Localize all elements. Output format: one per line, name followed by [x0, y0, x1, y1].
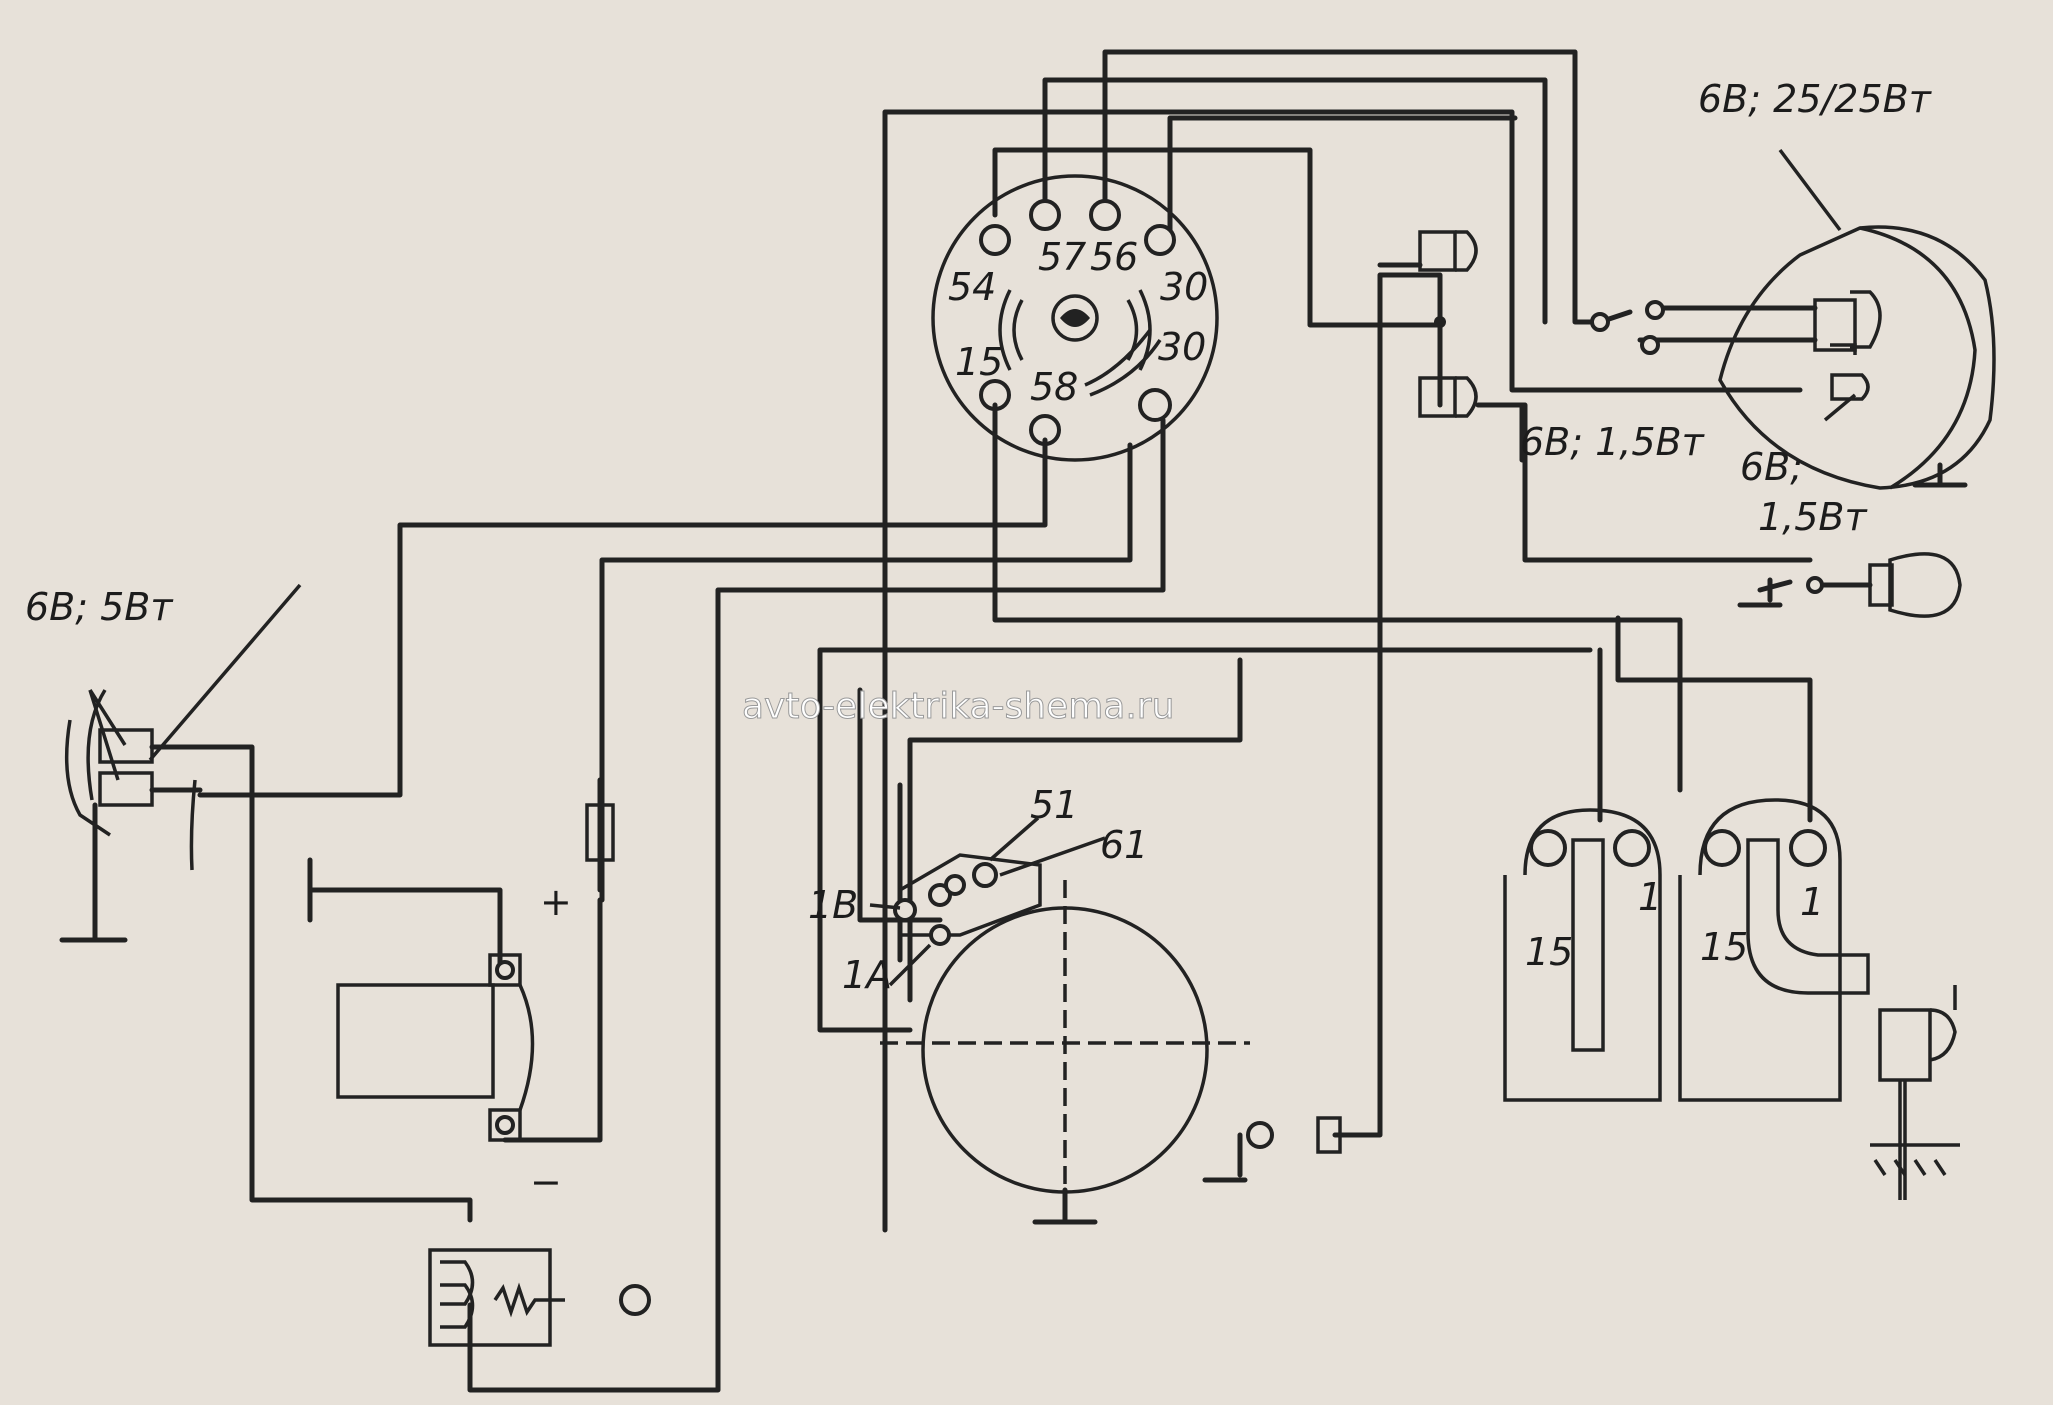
terminal-54 [979, 224, 1011, 256]
oil-switch [1202, 1116, 1342, 1183]
coil2-15-label: 15 [1700, 925, 1748, 969]
relay [428, 1248, 651, 1347]
coil1-15-label: 15 [1525, 930, 1573, 974]
label-58: 58 [1030, 365, 1078, 409]
ignition-coil-2: 15 1 [1678, 798, 1960, 1200]
label-54: 54 [948, 265, 996, 309]
switch-lower-wires [197, 402, 1813, 1393]
gen-1B-label: 1В [808, 883, 858, 927]
watermark: avto-elektrika-shema.ru [742, 686, 1174, 727]
fuse [585, 777, 615, 893]
terminal-30a [1144, 224, 1176, 256]
dash-lamp-label: 6В; 1,5Вт [1520, 420, 1706, 464]
tail-lamp-label: 6В; 5Вт [25, 585, 174, 629]
terminal-30b [1138, 388, 1172, 422]
battery-minus-label: − [530, 1160, 562, 1204]
battery-plus-label: + [540, 880, 572, 924]
gen-1A-label: 1А [842, 953, 892, 997]
label-15: 15 [955, 340, 1003, 384]
parking-lamp-label: 6В; [1740, 445, 1803, 489]
light-switch: 54 57 56 30 30 15 58 [931, 174, 1219, 462]
gen-61-label: 61 [1100, 823, 1148, 867]
label-30a: 30 [1160, 265, 1208, 309]
ignition-coil-1: 15 1 [1503, 808, 1662, 1102]
label-30b: 30 [1158, 325, 1206, 369]
horn [1737, 552, 1962, 618]
parking-lamp-label-2: 1,5Вт [1758, 495, 1869, 539]
label-56: 56 [1090, 235, 1138, 279]
coil2-1-label: 1 [1800, 880, 1824, 924]
headlamp: 6В; 25/25Вт 6В; 1,5Вт [1590, 77, 1996, 539]
terminal-56 [1089, 199, 1121, 231]
label-57: 57 [1038, 235, 1086, 279]
harness-wires [882, 49, 1813, 1233]
coil1-1-label: 1 [1638, 875, 1662, 919]
headlamp-label: 6В; 25/25Вт [1698, 77, 1933, 121]
terminal-57 [1029, 199, 1061, 231]
battery: + − [307, 857, 603, 1204]
generator: 51 61 1В 1А [808, 783, 1250, 1225]
tail-lamp: 6В; 5Вт [25, 583, 473, 1223]
dash-lamps: 6В; 1,5Вт [1377, 230, 1706, 464]
